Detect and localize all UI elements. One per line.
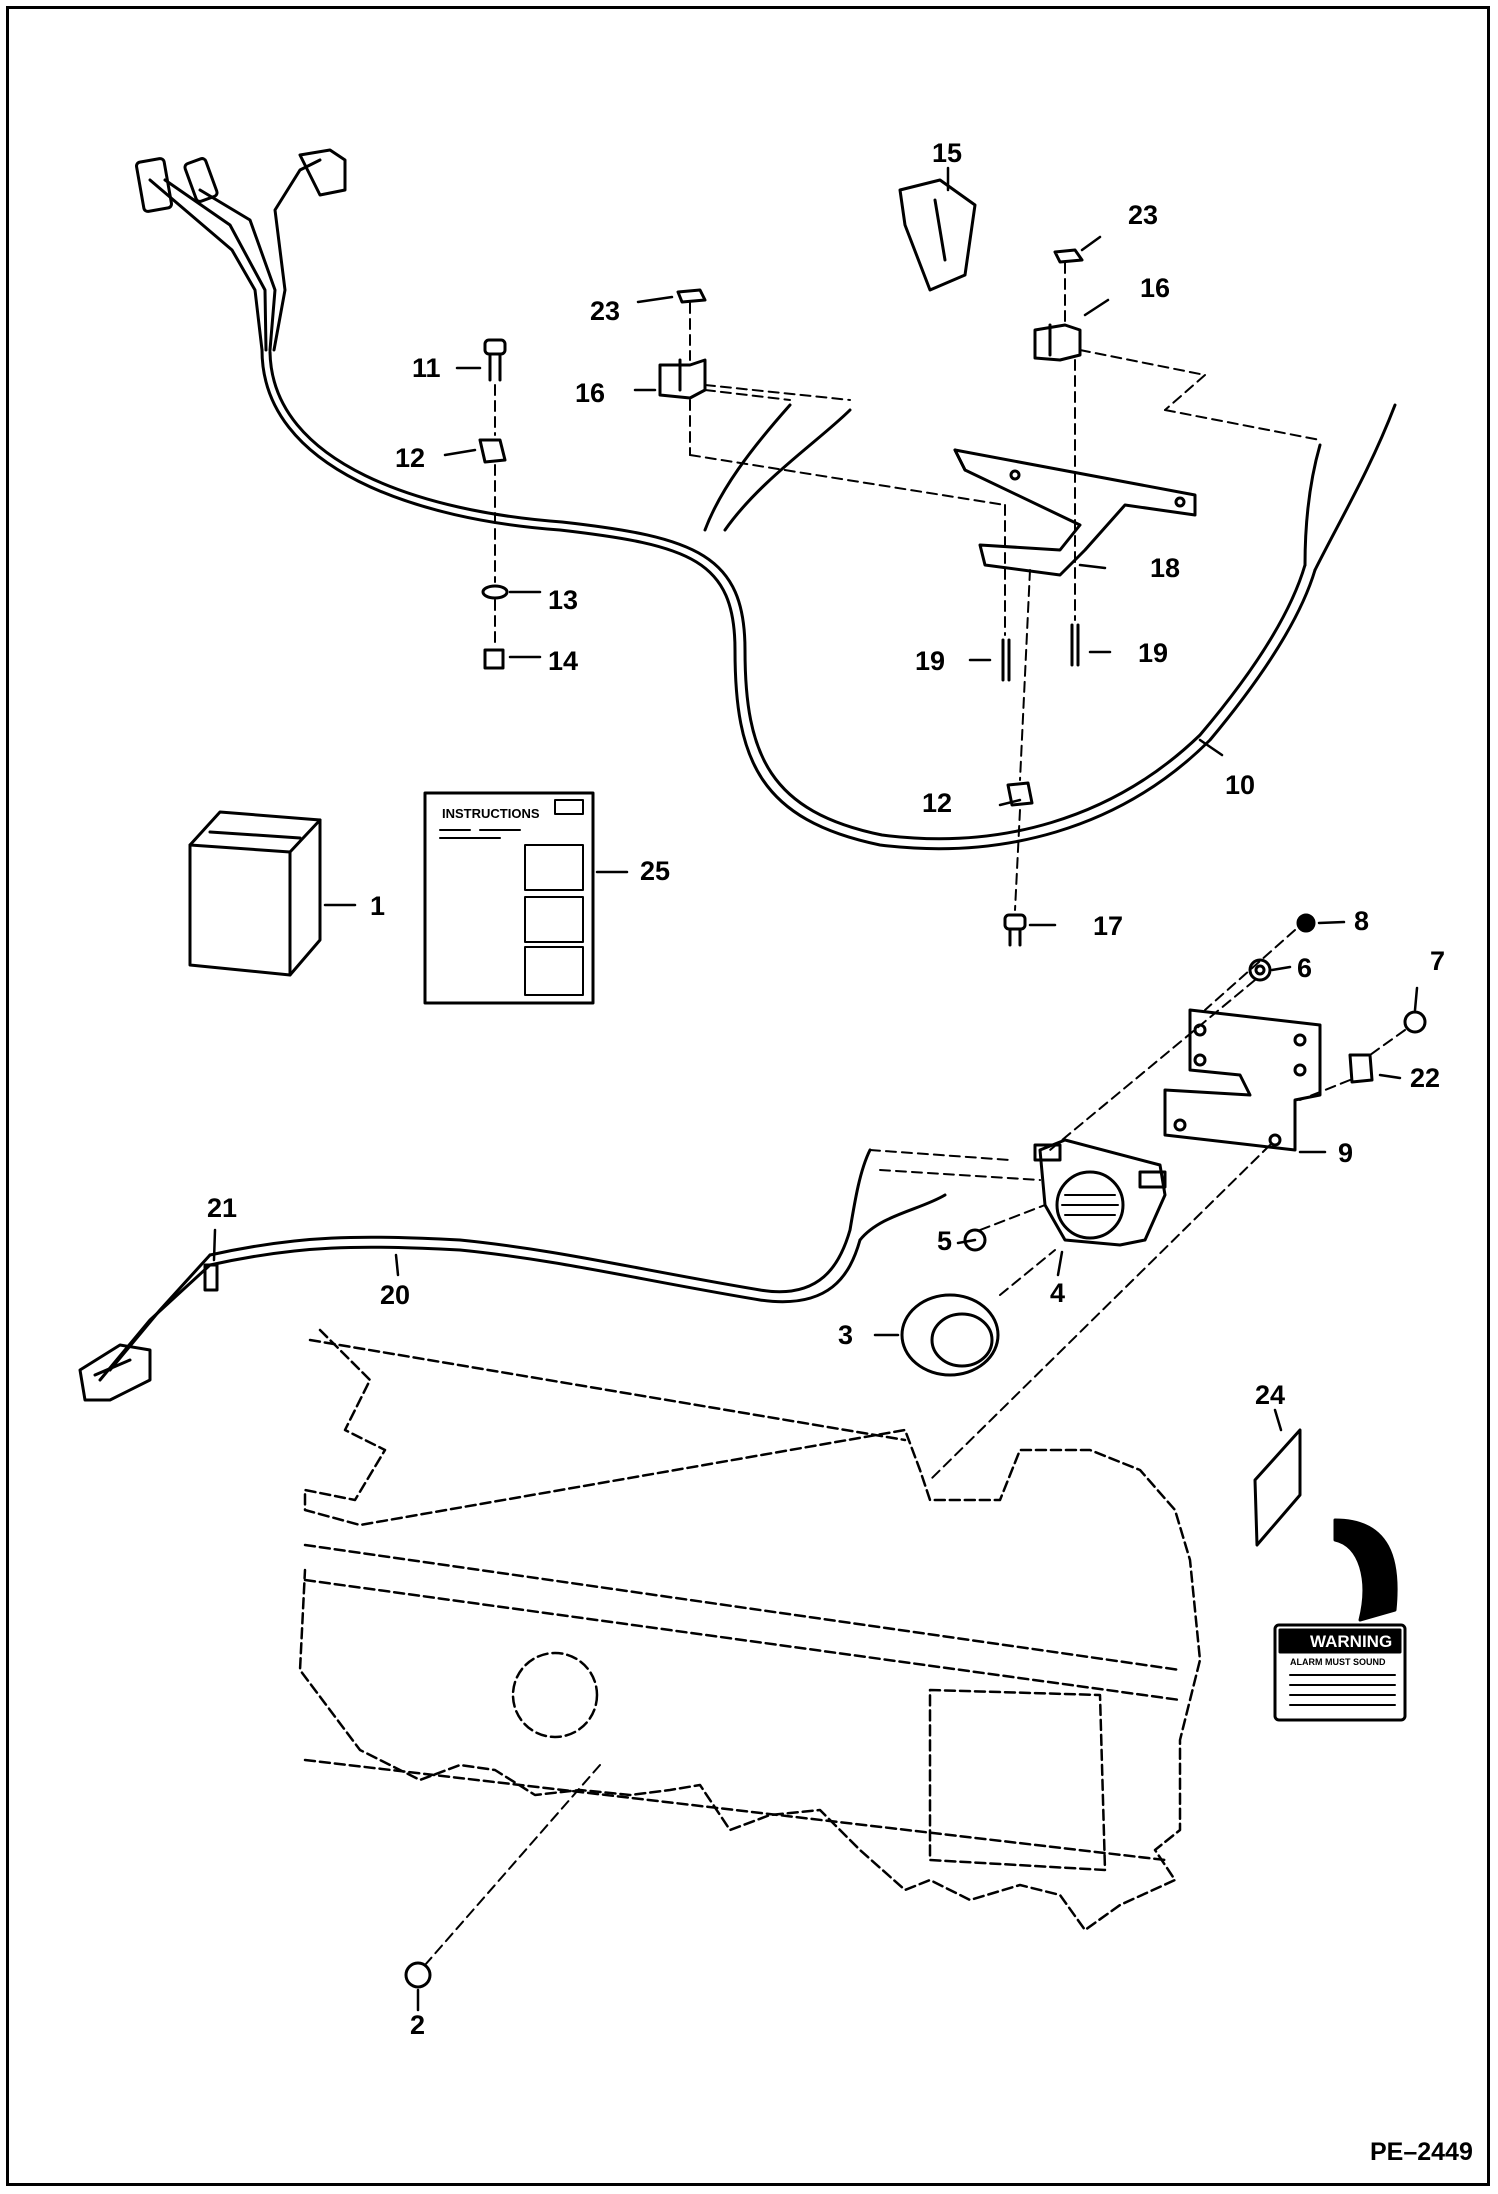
warning-decal-subtitle: ALARM MUST SOUND [1290,1657,1386,1667]
clip-12-upper [478,438,507,464]
callout-9: 9 [1338,1138,1354,1168]
callout-6: 6 [1297,953,1313,983]
assembly-lines [424,262,1406,1966]
leader-lines [212,166,1419,2012]
callout-14: 14 [548,646,579,676]
callout-20: 20 [380,1280,411,1310]
callout-8: 8 [1354,906,1370,936]
relay-16-left [658,358,707,400]
callout-22: 22 [1410,1063,1441,1093]
screw-19-left [1001,638,1011,682]
callout-5: 5 [937,1226,953,1256]
warning-decal-title: WARNING [1310,1632,1392,1651]
callout-16-left: 16 [575,378,606,408]
instruction-sheet [423,791,595,1005]
washer-6 [1248,958,1272,982]
nut-8 [1296,913,1316,933]
mounting-plate [898,178,977,292]
callout-1: 1 [370,891,386,921]
backup-alarm-4 [1033,1138,1167,1247]
alarm-bracket-9 [1163,1008,1322,1152]
callout-24: 24 [1255,1380,1286,1410]
curved-arrow [1333,1518,1398,1622]
nut-14 [483,648,505,670]
callout-16-right: 16 [1140,273,1171,303]
bolt-17 [1003,913,1027,947]
machine-rear-panel [298,1328,1202,1932]
plug-2 [404,1961,432,1989]
clip-23-right [1053,248,1084,264]
callout-25: 25 [640,856,671,886]
bolt-11 [483,338,507,382]
alarm-harness-20 [78,1148,947,1402]
diagram-border [6,6,1490,2186]
washer-13 [481,584,509,600]
callout-19-left: 19 [915,646,946,676]
nut-7 [1403,1010,1427,1034]
bracket-18 [953,448,1197,577]
callout-21: 21 [207,1193,238,1223]
clip-22 [1348,1053,1374,1084]
callout-7: 7 [1430,946,1446,976]
kit-box [188,810,322,977]
figure-id: PE–2449 [1370,2138,1473,2166]
callout-12-upper: 12 [395,443,426,473]
screw-19-right [1070,623,1080,667]
callout-11: 11 [412,353,441,383]
callout-2: 2 [410,2010,426,2040]
callout-18: 18 [1150,553,1181,583]
callout-19-right: 19 [1138,638,1169,668]
instruction-sheet-title: INSTRUCTIONS [442,806,540,821]
callout-4: 4 [1050,1278,1066,1308]
clip-12-lower [1006,781,1034,807]
relay-16-right [1033,323,1082,362]
callout-10: 10 [1225,770,1256,800]
bolt-5 [963,1228,987,1252]
grommet-3 [900,1293,1000,1377]
callout-15: 15 [932,138,963,168]
callout-23-right: 23 [1128,200,1159,230]
callout-3: 3 [838,1320,854,1350]
callout-23-left: 23 [590,296,621,326]
callout-17: 17 [1093,911,1124,941]
warning-decal [1273,1623,1407,1722]
wiring-harness-main [135,148,1397,851]
clip-23-left [676,288,707,304]
callout-12-lower: 12 [922,788,953,818]
decal-24 [1253,1428,1302,1547]
callout-13: 13 [548,585,579,615]
